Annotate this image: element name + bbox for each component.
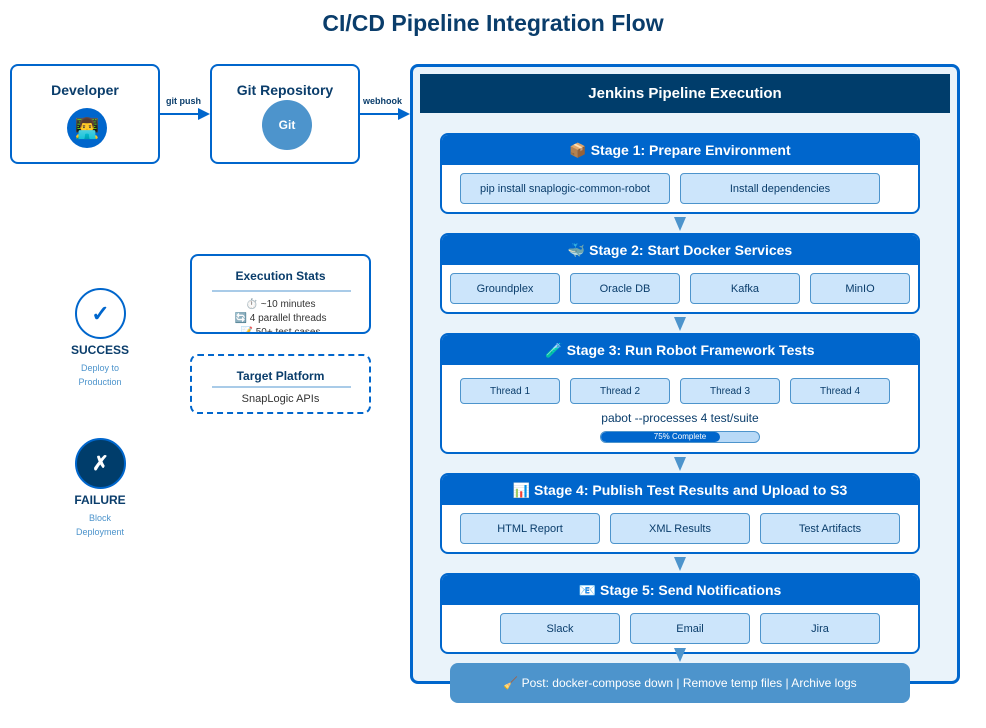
failure-sub1: Block [88,513,111,523]
developer-node: Developer 👨‍💻 [10,64,160,164]
jenkins-title: Jenkins Pipeline Execution [420,74,950,113]
stage-5-title: Stage 5: Send Notifications [600,582,782,598]
stage-1-header: 📦 Stage 1: Prepare Environment [442,135,918,165]
success-label: SUCCESS [70,343,129,357]
pabot-command: pabot --processes 4 test/suite [601,411,759,425]
stage-1-title: Stage 1: Prepare Environment [590,142,791,158]
email-icon: 📧 [578,582,597,598]
webhook-label: webhook [363,96,403,106]
thread-item: Thread 4 [790,378,890,404]
webhook-arrowhead [398,108,410,120]
git-push-arrowhead [198,108,210,120]
post-actions: 🧹 Post: docker-compose down | Remove tem… [450,663,910,703]
stage-2-item: Kafka [690,273,800,304]
thread-item: Thread 2 [570,378,670,404]
success-check-icon: ✓ [75,288,126,339]
progress-label: 75% Complete [653,432,707,441]
target-platform: Target Platform SnapLogic APIs [190,354,371,414]
stat-tests: 📝 50+ test cases [240,327,321,334]
developer-icon: 👨‍💻 [67,108,107,148]
stage-3-title: Stage 3: Run Robot Framework Tests [566,342,815,358]
thread-item: Thread 1 [460,378,560,404]
git-repository-node: Git Repository Git [210,64,360,164]
broom-icon: 🧹 [503,676,519,690]
flow-arrow [674,557,686,571]
stage-4-item: Test Artifacts [760,513,900,544]
developer-label: Developer [51,82,119,98]
git-icon: Git [262,100,312,150]
stage-5-item: Slack [500,613,620,644]
bar-chart-icon: 📊 [512,482,531,498]
git-push-label: git push [166,96,201,106]
stage-2-item: Groundplex [450,273,560,304]
stage-2-item: MinIO [810,273,910,304]
stage-4-header: 📊 Stage 4: Publish Test Results and Uplo… [442,475,918,505]
failure-label: FAILURE [74,493,126,507]
stage-1-item: Install dependencies [680,173,880,204]
stat-duration: ⏱️ ~10 minutes [245,299,316,310]
stat-threads: 🔄 4 parallel threads [234,313,327,324]
stats-title: Execution Stats [235,269,326,283]
stage-3-header: 🧪 Stage 3: Run Robot Framework Tests [442,335,918,365]
flow-arrow [674,457,686,471]
stage-2-header: 🐳 Stage 2: Start Docker Services [442,235,918,265]
box-icon: 📦 [569,142,587,158]
flow-arrow [674,648,686,662]
test-tube-icon: 🧪 [545,342,563,358]
stage-5-item: Jira [760,613,880,644]
thread-item: Thread 3 [680,378,780,404]
stage-2-title: Stage 2: Start Docker Services [589,242,793,258]
stage-5-item: Email [630,613,750,644]
docker-icon: 🐳 [567,242,586,258]
failure-sub2: Deployment [75,527,125,537]
success-sub2: Production [78,377,122,387]
stage-1-item: pip install snaplogic-common-robot [460,173,670,204]
post-text: Post: docker-compose down | Remove temp … [521,676,857,690]
stage-4-item: XML Results [610,513,750,544]
stage-5-header: 📧 Stage 5: Send Notifications [442,575,918,605]
page-title: CI/CD Pipeline Integration Flow [322,10,664,36]
git-label: Git Repository [236,82,334,98]
progress-bar: 75% Complete [600,431,760,443]
divider [212,386,351,388]
divider [212,290,351,292]
stage-4-item: HTML Report [460,513,600,544]
stage-4-title: Stage 4: Publish Test Results and Upload… [534,482,848,498]
progress-fill [601,432,720,442]
flow-arrow [674,317,686,331]
stage-2-item: Oracle DB [570,273,680,304]
failure-x-icon: ✗ [75,438,126,489]
target-value: SnapLogic APIs [241,393,320,405]
success-sub1: Deploy to [80,363,120,373]
target-title: Target Platform [236,369,325,383]
execution-stats: Execution Stats ⏱️ ~10 minutes 🔄 4 paral… [190,254,371,334]
flow-arrow [674,217,686,231]
